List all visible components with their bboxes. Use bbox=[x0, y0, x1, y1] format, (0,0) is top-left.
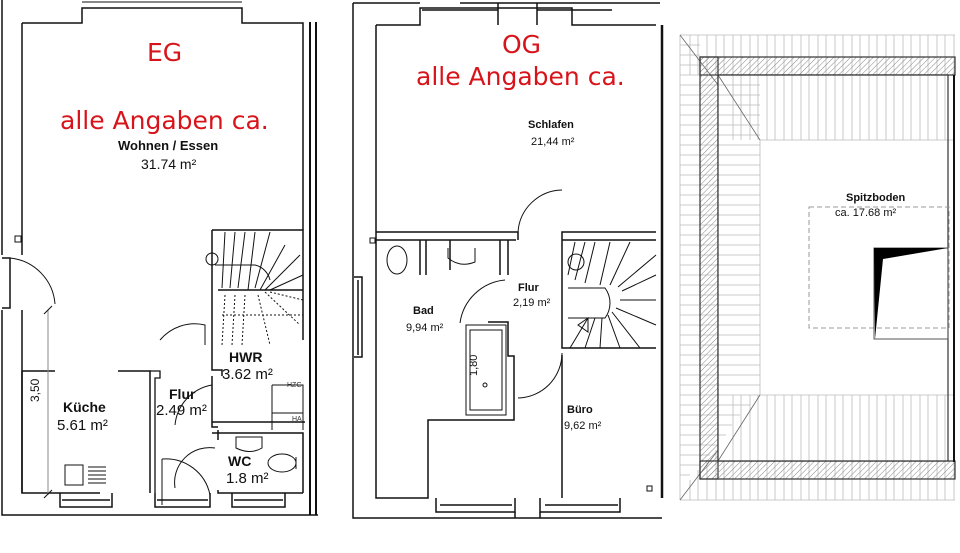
room-wohnen-area: 31.74 m² bbox=[141, 156, 197, 172]
eg-floor-title: EG bbox=[147, 38, 183, 67]
room-kueche-area: 5.61 m² bbox=[57, 417, 108, 434]
room-bad-name: Bad bbox=[413, 305, 434, 317]
floor-plan-spitzboden: Spitzboden ca. 17.68 m² bbox=[670, 0, 960, 553]
room-flur-og-name: Flur bbox=[518, 282, 539, 294]
room-hwr-area: 3.62 m² bbox=[222, 366, 273, 383]
room-buero-area: 9,62 m² bbox=[564, 420, 602, 432]
floor-plan-og: OG alle Angaben ca. Schlafen 21,44 m² Fl… bbox=[340, 0, 670, 553]
room-wohnen-name: Wohnen / Essen bbox=[118, 138, 219, 153]
room-wc-name: WC bbox=[228, 453, 252, 469]
room-wc-area: 1.8 m² bbox=[226, 470, 269, 487]
equipment-hzg: HZG bbox=[287, 382, 302, 389]
og-drawing bbox=[352, 2, 664, 519]
room-schlafen-area: 21,44 m² bbox=[531, 136, 575, 148]
og-bathtub-dimension: 1,80 bbox=[468, 354, 480, 376]
equipment-ha: HA bbox=[292, 416, 302, 423]
room-kueche-name: Küche bbox=[63, 399, 106, 415]
room-schlafen-name: Schlafen bbox=[528, 119, 574, 131]
spitzboden-drawing bbox=[679, 34, 956, 501]
eg-dimension-label: 3,50 bbox=[28, 378, 42, 402]
floor-plan-eg: EG alle Angaben ca. Wohnen / Essen 31.74… bbox=[0, 0, 330, 553]
room-hwr-name: HWR bbox=[229, 349, 263, 365]
og-note: alle Angaben ca. bbox=[416, 62, 625, 91]
og-floor-title: OG bbox=[502, 30, 542, 59]
room-buero-name: Büro bbox=[567, 404, 593, 416]
room-spitzboden-name: Spitzboden bbox=[846, 192, 906, 204]
room-flur-eg-area: 2.49 m² bbox=[156, 402, 207, 419]
room-bad-area: 9,94 m² bbox=[406, 322, 444, 334]
room-spitzboden-area: ca. 17.68 m² bbox=[835, 207, 897, 219]
room-flur-og-area: 2,19 m² bbox=[513, 297, 551, 309]
room-flur-eg-name: Flur bbox=[169, 386, 196, 402]
eg-note: alle Angaben ca. bbox=[60, 106, 269, 135]
eg-drawing bbox=[1, 0, 318, 516]
